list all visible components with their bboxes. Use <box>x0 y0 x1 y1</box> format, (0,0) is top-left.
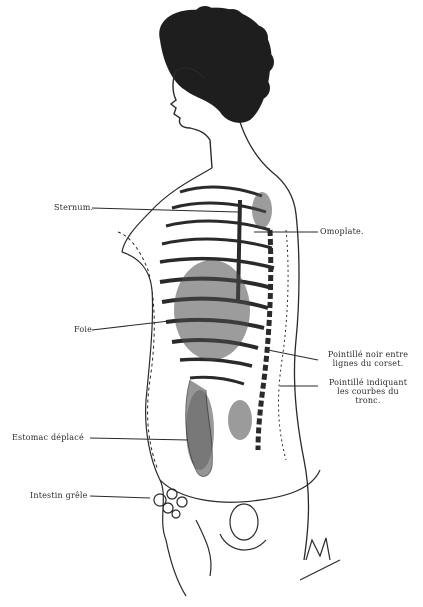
label-dotted-trunk: Pointillé indiquant les courbes du tronc… <box>320 378 416 405</box>
label-sternum: Sternum. <box>54 203 93 212</box>
label-estomac: Estomac déplacé <box>12 433 84 442</box>
label-omoplate: Omoplate. <box>320 227 364 236</box>
label-foie: Foie <box>74 325 92 334</box>
label-dotted-corset: Pointillé noir entre lignes du corset. <box>320 350 416 368</box>
neck-back-outline <box>240 122 309 560</box>
hair <box>159 6 274 123</box>
pelvis-bone <box>196 504 266 576</box>
trunk-dashed-back <box>279 230 289 460</box>
label-intestin: Intestin grêle <box>30 491 88 500</box>
corset-dashed-front <box>118 232 158 470</box>
stomach-organ <box>186 380 213 476</box>
intestine-organ <box>154 489 187 518</box>
